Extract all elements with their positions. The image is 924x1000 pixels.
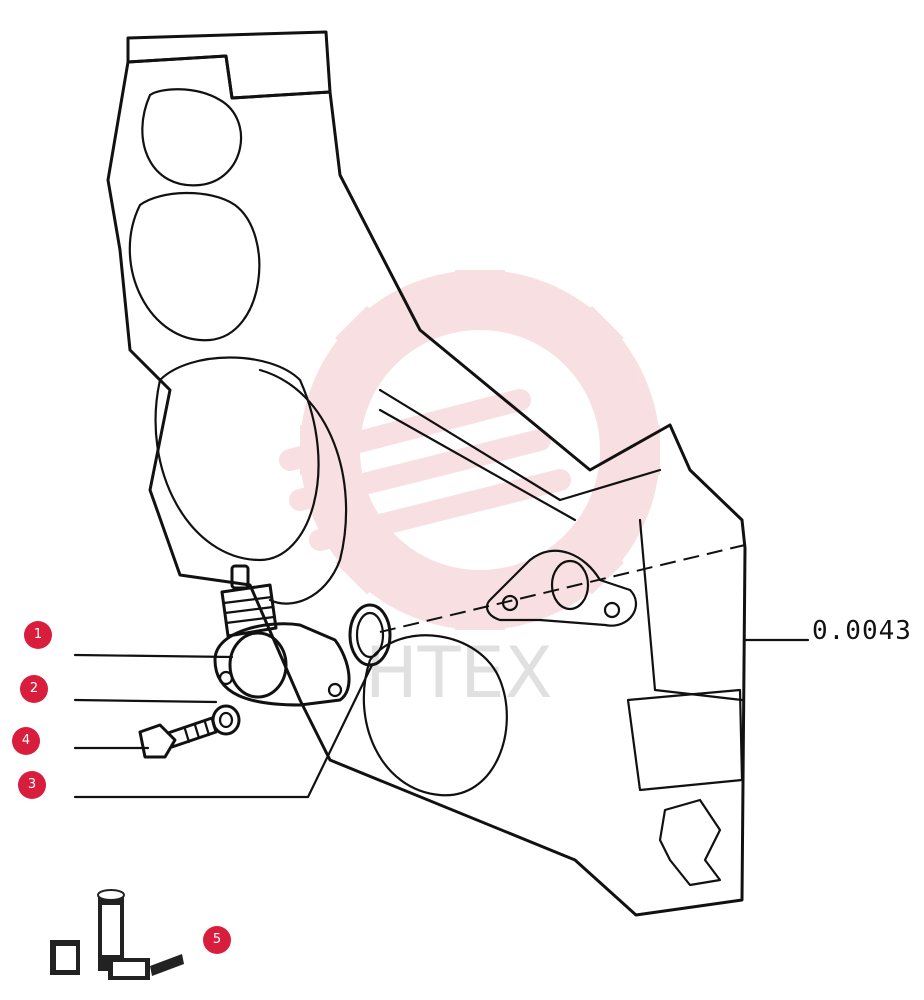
callout-5[interactable]: 5 (203, 926, 231, 954)
leader-lines (73, 638, 810, 799)
watermark-text: HTEX (365, 632, 553, 714)
callout-4[interactable]: 4 (12, 727, 40, 755)
sealant-product-icon (50, 889, 184, 980)
timing-gear-housing-icon (106, 30, 747, 917)
watermark-gear-icon (279, 270, 660, 630)
fuel-feed-pump-icon (213, 564, 351, 707)
callout-2[interactable]: 2 (20, 675, 48, 703)
bolt-icon (138, 716, 218, 759)
reference-code: 0.0043 (812, 616, 912, 646)
callout-3[interactable]: 3 (18, 771, 46, 799)
callout-1[interactable]: 1 (24, 621, 52, 649)
assembly-axis (379, 544, 746, 633)
o-ring-seal-icon (348, 603, 392, 667)
